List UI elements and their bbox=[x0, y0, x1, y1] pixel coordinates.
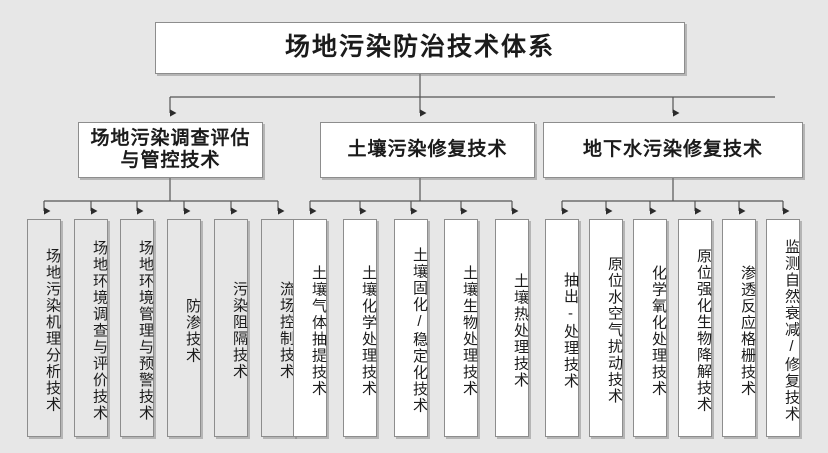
leaf-node[interactable]: 监测自然衰减/修复技术 bbox=[766, 219, 800, 437]
group-node-site-investigation[interactable]: 场地污染调查评估与管控技术 bbox=[78, 122, 263, 178]
leaf-node[interactable]: 土壤化学处理技术 bbox=[343, 219, 377, 437]
leaf-node[interactable]: 流场控制技术 bbox=[261, 219, 295, 437]
leaf-node[interactable]: 场地环境管理与预警技术 bbox=[120, 219, 154, 437]
group-node-groundwater-remediation[interactable]: 地下水污染修复技术 bbox=[543, 122, 803, 178]
leaf-node[interactable]: 防渗技术 bbox=[167, 219, 201, 437]
leaf-node[interactable]: 原位强化生物降解技术 bbox=[678, 219, 712, 437]
root-node[interactable]: 场地污染防治技术体系 bbox=[155, 22, 685, 74]
leaf-node[interactable]: 场地环境调查与评价技术 bbox=[74, 219, 108, 437]
leaf-node[interactable]: 土壤气体抽提技术 bbox=[293, 219, 327, 437]
leaf-node[interactable]: 渗透反应格栅技术 bbox=[722, 219, 756, 437]
leaf-node[interactable]: 土壤生物处理技术 bbox=[444, 219, 478, 437]
leaf-node[interactable]: 原位水空气扰动技术 bbox=[589, 219, 623, 437]
leaf-node[interactable]: 化学氧化处理技术 bbox=[633, 219, 667, 437]
leaf-node[interactable]: 污染阻隔技术 bbox=[214, 219, 248, 437]
leaf-node[interactable]: 土壤固化/稳定化技术 bbox=[394, 219, 428, 437]
group-node-soil-remediation[interactable]: 土壤污染修复技术 bbox=[320, 122, 535, 178]
leaf-node[interactable]: 抽出-处理技术 bbox=[545, 219, 579, 437]
leaf-node[interactable]: 土壤热处理技术 bbox=[495, 219, 529, 437]
leaf-node[interactable]: 场地污染机理分析技术 bbox=[27, 219, 61, 437]
